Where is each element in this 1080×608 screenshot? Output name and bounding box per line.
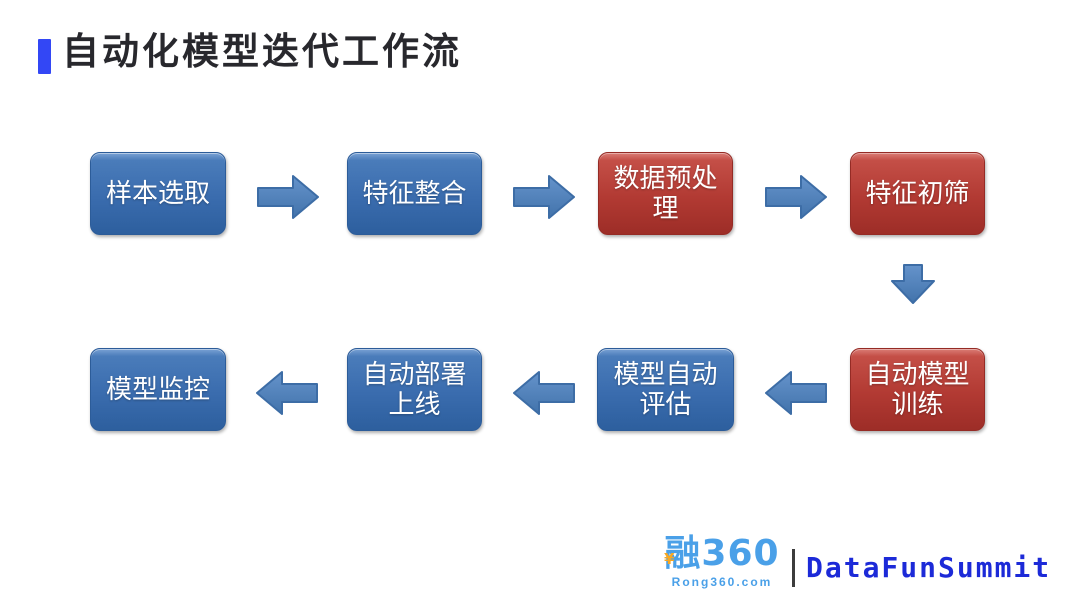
- arrow-left-icon: [256, 370, 318, 416]
- flow-step-auto-model-training: 自动模型训练: [850, 348, 985, 431]
- flow-step-model-monitoring: 模型监控: [90, 348, 226, 431]
- flow-step-label: 模型自动评估: [613, 359, 718, 419]
- rong360-logo: 融360 ¥ Rong360.com: [663, 534, 781, 589]
- flow-step-label: 样本选取: [105, 177, 210, 208]
- flow-step-data-preprocessing: 数据预处理: [598, 152, 733, 235]
- flow-step-feature-prescreening: 特征初筛: [850, 152, 985, 235]
- flow-step-sample-selection: 样本选取: [90, 152, 226, 235]
- flow-step-label: 自动部署上线: [362, 359, 467, 419]
- arrow-down-icon: [890, 264, 936, 304]
- arrow-left-icon: [765, 370, 827, 416]
- flow-step-label: 特征整合: [362, 177, 467, 208]
- arrow-left-icon: [513, 370, 575, 416]
- footer-divider: [792, 549, 795, 587]
- arrow-right-icon: [257, 174, 319, 220]
- flow-step-label: 特征初筛: [865, 177, 970, 208]
- flow-step-label: 自动模型训练: [865, 359, 970, 419]
- title-accent-bar: [38, 39, 51, 74]
- logo-orange-accent: ¥: [664, 550, 676, 568]
- flow-step-auto-deploy-online: 自动部署上线: [347, 348, 482, 431]
- datafunsummit-logo: DataFunSummit: [806, 551, 1052, 584]
- flow-step-feature-integration: 特征整合: [347, 152, 482, 235]
- arrow-right-icon: [765, 174, 827, 220]
- flow-step-label: 模型监控: [105, 373, 210, 404]
- flow-step-auto-model-evaluation: 模型自动评估: [597, 348, 734, 431]
- arrow-right-icon: [513, 174, 575, 220]
- flow-step-label: 数据预处理: [613, 163, 718, 223]
- rong360-url-text: Rong360.com: [671, 574, 773, 589]
- page-title: 自动化模型迭代工作流: [62, 31, 462, 72]
- rong360-logo-text: 融360 ¥: [663, 534, 781, 574]
- rong360-wordmark: 融360: [664, 533, 780, 574]
